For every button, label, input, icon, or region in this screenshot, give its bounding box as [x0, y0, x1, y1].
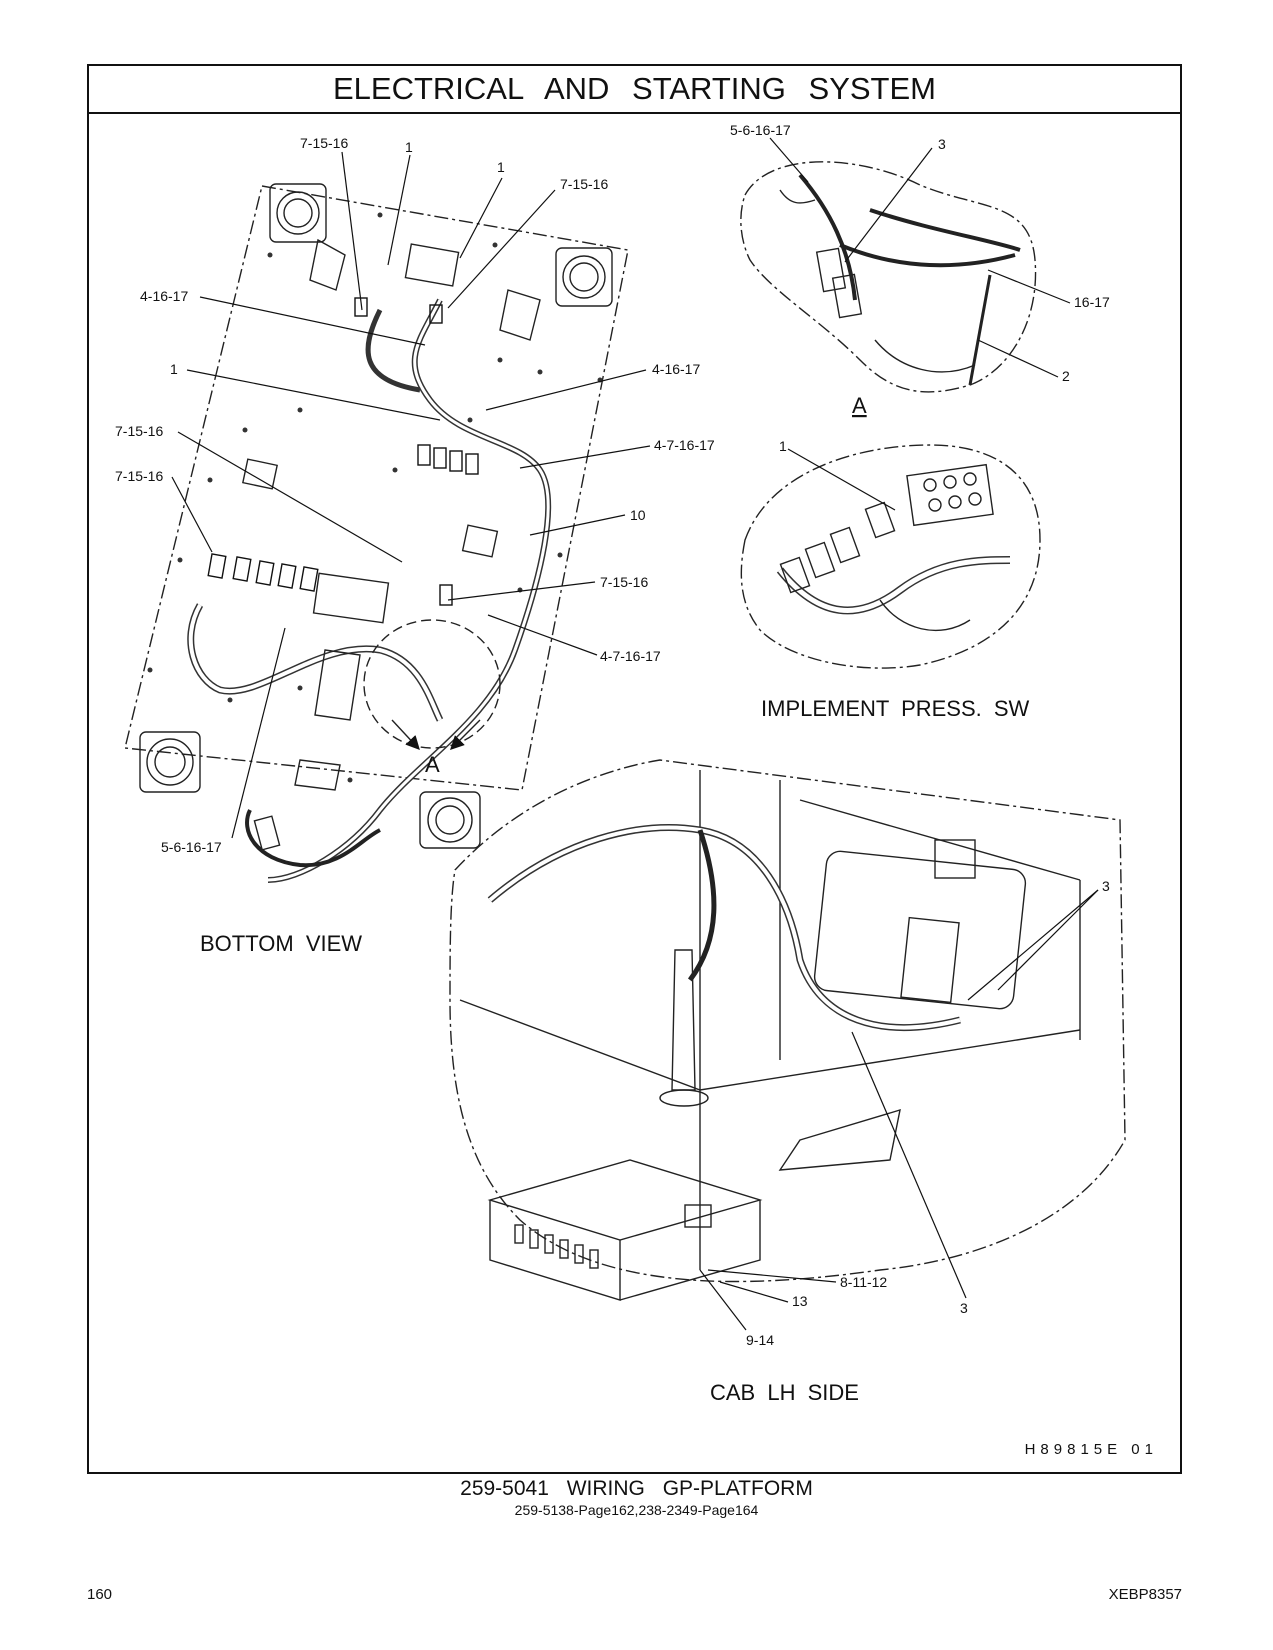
bottom-view-title: BOTTOM VIEW	[200, 931, 362, 956]
callout-label: 4-16-17	[140, 288, 188, 304]
bottom-view-platform	[124, 183, 629, 883]
mount-top-right	[555, 247, 613, 307]
page-number: 160	[87, 1586, 113, 1603]
callout-label: 10	[630, 507, 646, 523]
callout-label: 3	[960, 1300, 968, 1316]
callout-label: 4-7-16-17	[600, 648, 661, 664]
mount-bottom-right	[419, 791, 481, 849]
detail-a-illustration	[740, 161, 1037, 393]
callout-label: 1	[170, 361, 178, 377]
callout-label: 5-6-16-17	[730, 122, 791, 138]
callout-label: 7-15-16	[115, 468, 163, 484]
callout-label: 7-15-16	[115, 423, 163, 439]
view-titles: A A BOTTOM VIEW IMPLEMENT PRESS. SW CAB …	[200, 393, 1030, 1405]
detail-a-marker: A	[425, 752, 440, 777]
implement-press-title: IMPLEMENT PRESS. SW	[761, 696, 1030, 721]
callout-label: 3	[938, 136, 946, 152]
callout-label: 3	[1102, 878, 1110, 894]
diagram-frame: ELECTRICAL AND STARTING SYSTEM H89815E 0…	[87, 64, 1182, 1474]
cab-lh-side-title: CAB LH SIDE	[710, 1380, 859, 1405]
callout-label: 1	[405, 139, 413, 155]
page-references: 259-5138-Page162,238-2349-Page164	[514, 1502, 759, 1518]
document-id: XEBP8357	[1108, 1586, 1182, 1603]
callout-label: 13	[792, 1293, 808, 1309]
callout-label: 4-16-17	[652, 361, 700, 377]
callout-label: 2	[1062, 368, 1070, 384]
callout-label: 16-17	[1074, 294, 1110, 310]
mount-bottom-left	[139, 731, 201, 793]
callout-label: 1	[497, 159, 505, 175]
callout-label: 1	[779, 438, 787, 454]
callout-label: 7-15-16	[560, 176, 608, 192]
leader-lines	[171, 137, 1099, 1331]
callout-label: 7-15-16	[600, 574, 648, 590]
callout-label: 8-11-12	[840, 1274, 887, 1290]
callout-label: 4-7-16-17	[654, 437, 715, 453]
callout-label: 7-15-16	[300, 135, 348, 151]
part-caption: 259-5041 WIRING GP-PLATFORM	[460, 1477, 813, 1500]
cab-lh-side-illustration	[449, 759, 1126, 1301]
callout-labels: 7-15-16 1 1 7-15-16 4-16-17 1 4-16-17 7-…	[115, 122, 1110, 1348]
mounting-holes	[147, 212, 603, 783]
figure-id: H89815E 01	[1024, 1441, 1158, 1458]
diagram-title: ELECTRICAL AND STARTING SYSTEM	[89, 66, 1180, 114]
implement-press-illustration	[740, 444, 1041, 669]
callout-label: 5-6-16-17	[161, 839, 222, 855]
connector-row	[207, 297, 479, 606]
mount-top-left	[269, 183, 327, 243]
detail-a-title: A	[852, 393, 867, 418]
callout-label: 9-14	[746, 1332, 774, 1348]
